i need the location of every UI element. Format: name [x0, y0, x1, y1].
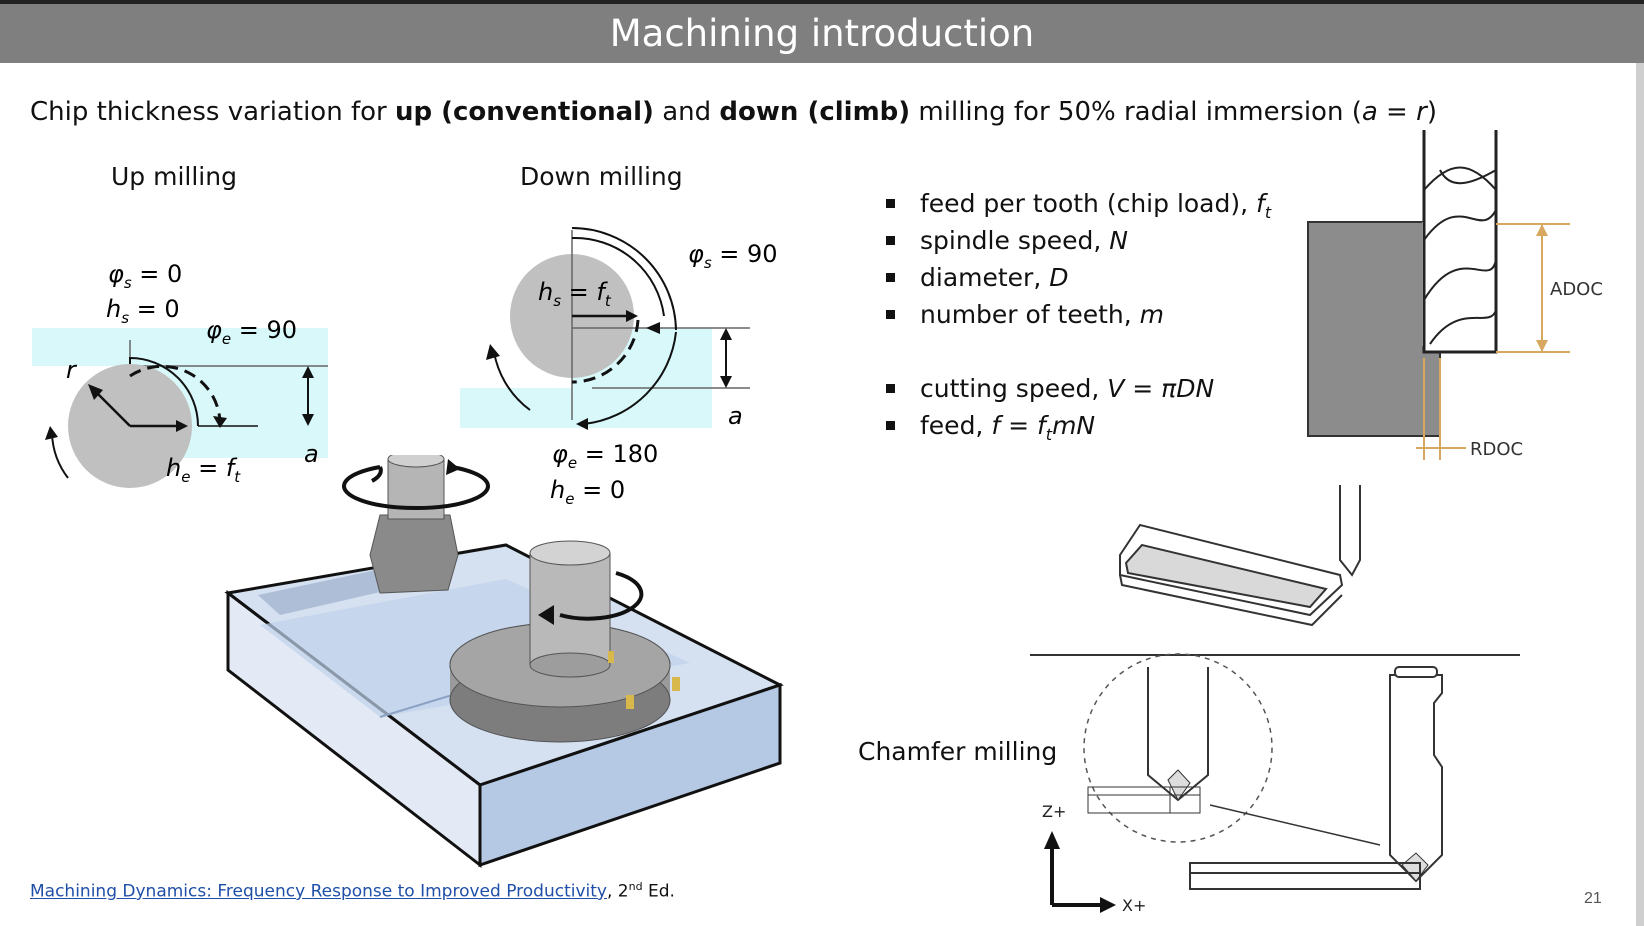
subtitle-r: r: [1416, 97, 1427, 127]
up-r-label: r: [66, 356, 78, 384]
slide-title: Machining introduction: [609, 12, 1035, 55]
bullet-feed-per-tooth: feed per tooth (chip load), ft: [882, 185, 1271, 222]
subtitle-a: a: [1361, 97, 1378, 127]
endmill-body: [1422, 130, 1498, 354]
page-number: 21: [1584, 890, 1602, 907]
rdoc-label: RDOC: [1470, 439, 1523, 460]
down-milling-label: Down milling: [520, 162, 683, 191]
subtitle-eq: =: [1377, 97, 1417, 127]
workpiece-block: [1307, 221, 1441, 437]
subtitle-bold-up: up (conventional): [394, 97, 654, 127]
up-phi-e: φe = 90: [206, 316, 297, 348]
bullet-cutting-speed: cutting speed, V = πDN: [882, 370, 1271, 407]
parameter-list: feed per tooth (chip load), ft spindle s…: [882, 185, 1271, 444]
bullet-spindle-speed: spindle speed, N: [882, 222, 1271, 259]
milling-3d-illustration: [224, 455, 784, 869]
down-phi-e: φe = 180: [552, 440, 658, 472]
down-h-e: he = 0: [550, 476, 625, 508]
x-axis-label: X+: [1122, 896, 1146, 915]
subtitle-part1: Chip thickness variation for: [30, 97, 395, 127]
title-bar: Machining introduction: [0, 0, 1644, 63]
bullet-diameter: diameter, D: [882, 259, 1271, 296]
adoc-label: ADOC: [1550, 279, 1603, 300]
down-h-s: hs = ft: [538, 278, 612, 310]
detail-circle: [1083, 653, 1273, 843]
citation-edition: , 2: [606, 881, 629, 902]
up-h-s: hs = 0: [106, 295, 180, 327]
up-phi-s: φs = 0: [108, 260, 182, 292]
up-milling-diagram: φs = 0 hs = 0 φe = 90 r he = ft a: [32, 260, 328, 488]
subtitle-part2: and: [653, 97, 720, 127]
endmill-adoc-rdoc-diagram: ADOC RDOC: [1307, 130, 1603, 460]
citation-superscript: nd: [628, 880, 643, 893]
citation: Machining Dynamics: Frequency Response t…: [30, 880, 675, 902]
subtitle-bold-down: down (climb): [719, 97, 911, 127]
book-link[interactable]: Machining Dynamics: Frequency Response t…: [30, 881, 607, 902]
up-milling-label: Up milling: [111, 162, 237, 191]
bullet-number-of-teeth: number of teeth, m: [882, 296, 1271, 333]
subtitle-part3: milling for 50% radial immersion (: [910, 97, 1362, 127]
chamfer-milling-drawing: Z+ X+: [1030, 485, 1520, 915]
up-workpiece-top: [32, 328, 328, 366]
citation-end: Ed.: [642, 881, 675, 902]
down-milling-diagram: φs = 90 hs = ft a φe = 180 he = 0: [460, 227, 778, 508]
z-axis-label: Z+: [1042, 802, 1066, 821]
subtitle-close: ): [1426, 97, 1437, 127]
up-a-label: a: [304, 440, 319, 468]
chamfer-milling-label: Chamfer milling: [858, 737, 1058, 766]
bullet-feed: feed, f = ftmN: [882, 407, 1271, 444]
up-h-e: he = ft: [166, 454, 241, 486]
down-a-label: a: [728, 402, 743, 430]
slide-subtitle: Chip thickness variation for up (convent…: [30, 97, 1437, 127]
down-phi-s: φs = 90: [688, 240, 778, 272]
right-edge-strip: [1636, 63, 1644, 926]
block-right-face: [478, 682, 782, 868]
